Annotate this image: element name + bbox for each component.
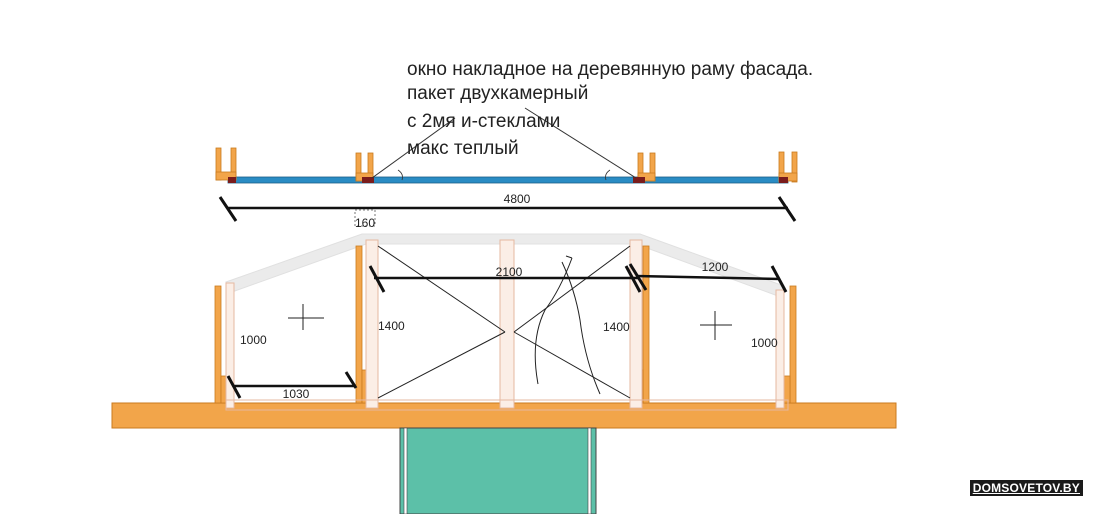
dimension-4800-label: 4800 — [504, 192, 531, 206]
annotation-line-3: с 2мя и-стеклами — [407, 111, 561, 132]
annotation-line-4: макс теплый — [407, 138, 519, 159]
leader-line-left — [371, 117, 456, 179]
teal-block — [399, 427, 597, 514]
dimension-1200-label: 1200 — [702, 260, 729, 274]
top-post-3 — [633, 152, 656, 183]
front-posts — [214, 245, 797, 404]
dimension-2100: 2100 — [368, 265, 642, 293]
mid-right-height-label: 1400 — [603, 320, 630, 334]
dimension-2100-label: 2100 — [496, 265, 523, 279]
top-post-2 — [355, 152, 374, 183]
top-post-4 — [778, 151, 798, 183]
right-pane: 1000 — [700, 311, 778, 350]
dimension-160-label: 160 — [355, 216, 375, 230]
annotation-line-2: пакет двухкамерный — [407, 83, 589, 104]
annotation-line-1: окно накладное на деревянную раму фасада… — [407, 59, 814, 80]
dimension-160: 160 — [354, 209, 376, 230]
left-height-label: 1000 — [240, 333, 267, 347]
top-post-1 — [215, 147, 237, 183]
top-glass-strip — [227, 176, 789, 184]
top-plan-view — [215, 107, 798, 184]
center-sashes — [377, 245, 631, 399]
dimension-1200: 1200 — [628, 260, 788, 293]
mid-left-height-label: 1400 — [378, 319, 405, 333]
dimension-4800: 4800 — [218, 192, 797, 222]
dimension-1030: 1030 — [226, 371, 358, 401]
right-height-label: 1000 — [751, 336, 778, 350]
leader-line-right — [524, 107, 637, 179]
dimension-1030-label: 1030 — [283, 387, 310, 401]
left-pane: 1000 — [240, 304, 324, 347]
site-watermark: DOMSOVETOV.BY — [969, 480, 1083, 496]
